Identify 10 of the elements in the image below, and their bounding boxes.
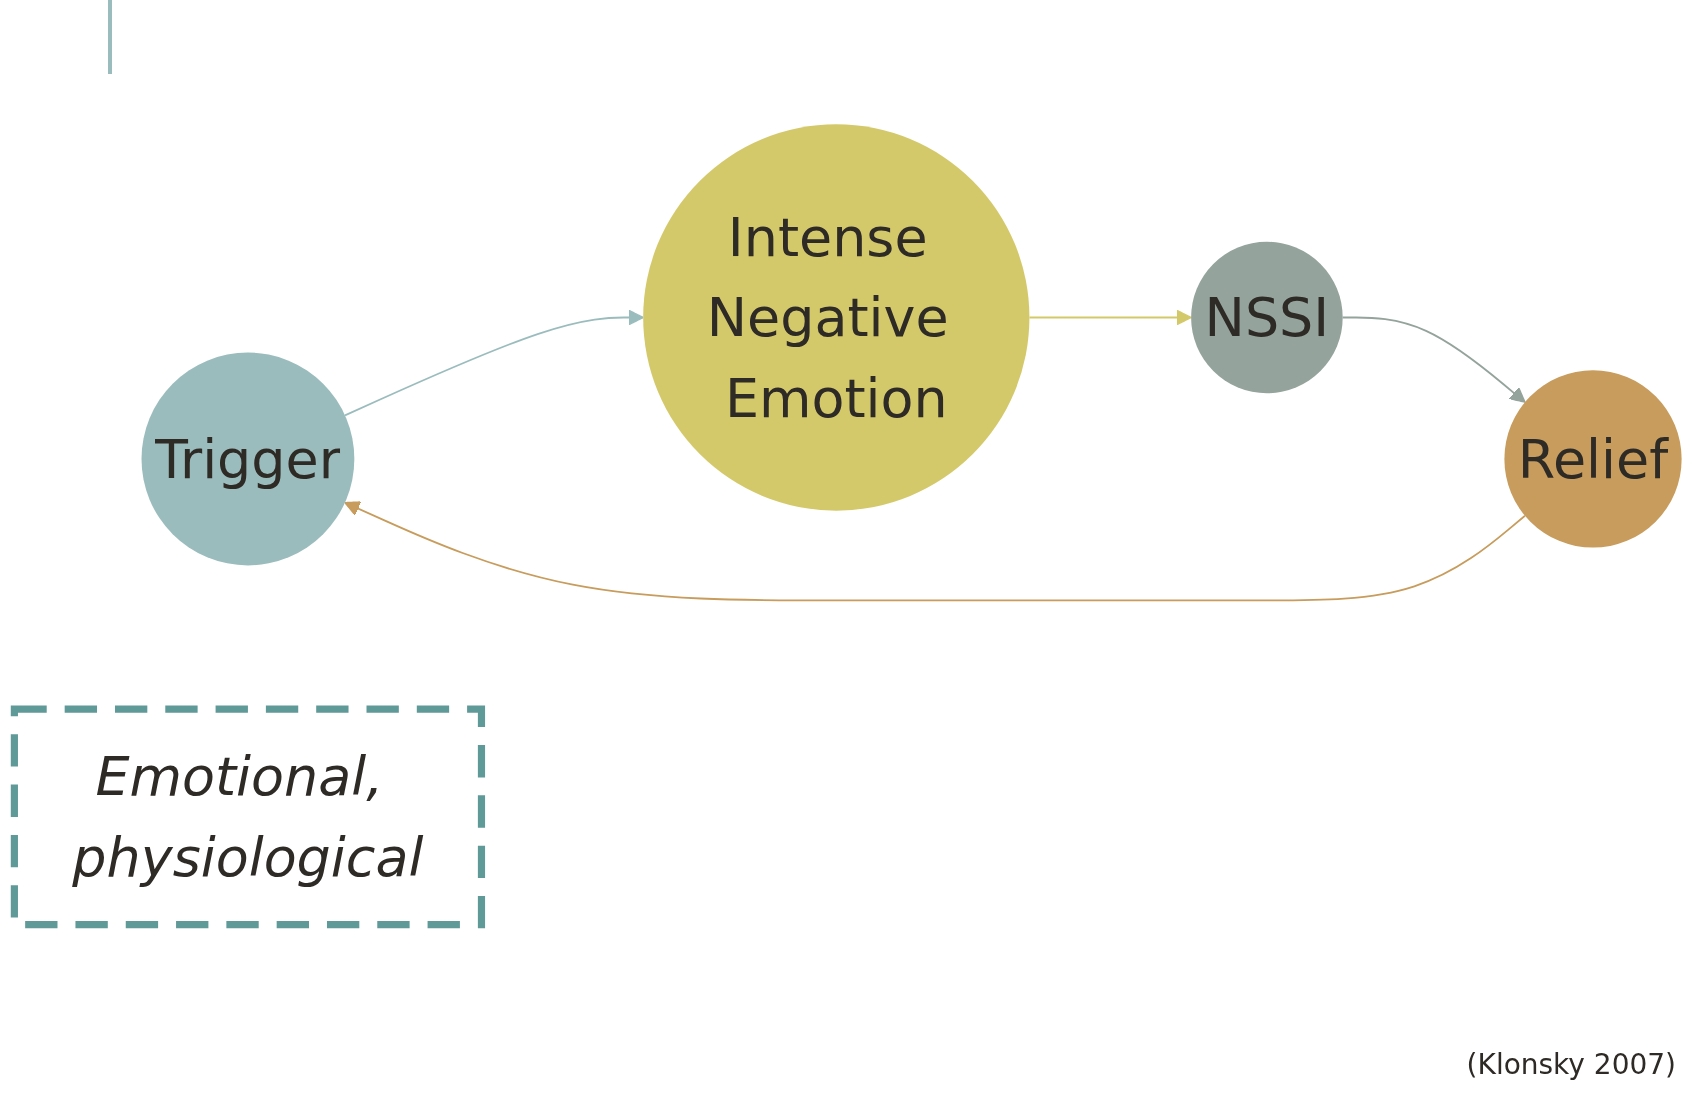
arrow [344,501,1526,602]
citation: (Klonsky 2007) [1466,1048,1676,1081]
arrow [1028,310,1192,326]
node-circle: Intense Negative Emotion [643,124,1030,512]
node-circle: Trigger [141,353,355,566]
arrow [1341,317,1526,404]
arrow [344,310,644,417]
node-circle: NSSI [1191,242,1343,394]
node-box: Emotional, physiological [10,705,486,929]
node-circle: Relief [1504,370,1682,549]
